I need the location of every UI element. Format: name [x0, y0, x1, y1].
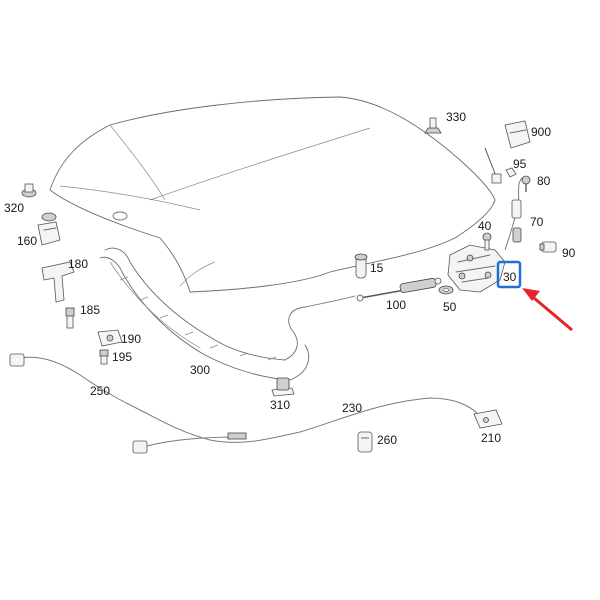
label-160[interactable]: 160: [17, 234, 37, 248]
buffer-15: [354, 253, 368, 279]
label-185[interactable]: 185: [80, 303, 100, 317]
label-30[interactable]: 30: [503, 270, 517, 284]
label-15[interactable]: 15: [370, 261, 384, 275]
bolt-185: [65, 307, 75, 329]
part-labels: 30 40 50 70 80 90 95 100 15 160 180 185 …: [4, 110, 576, 447]
label-190[interactable]: 190: [121, 332, 141, 346]
bumper-330: [424, 117, 442, 134]
connector-90: [539, 241, 557, 253]
label-195[interactable]: 195: [112, 350, 132, 364]
pointer-arrow-icon: [522, 288, 573, 332]
screw-195: [99, 349, 109, 365]
label-330[interactable]: 330: [446, 110, 466, 124]
clip-260: [357, 431, 373, 453]
clip-310: [271, 377, 295, 397]
label-80[interactable]: 80: [537, 174, 551, 188]
hood-sensor-70: [504, 177, 523, 251]
hood-panel: [49, 96, 496, 293]
clip-95: [505, 167, 517, 178]
label-90[interactable]: 90: [562, 246, 576, 260]
label-210[interactable]: 210: [481, 431, 501, 445]
hinge-bolt-40: [482, 232, 492, 251]
label-50[interactable]: 50: [443, 300, 457, 314]
gas-strut-100: [356, 277, 442, 302]
release-cable-250: [9, 353, 479, 454]
switch-900: [484, 120, 531, 184]
label-900[interactable]: 900: [531, 125, 551, 139]
label-310[interactable]: 310: [270, 398, 290, 412]
mount-190: [97, 329, 123, 347]
handle-210: [473, 409, 503, 429]
clamp-160: [37, 212, 61, 246]
label-320[interactable]: 320: [4, 201, 24, 215]
label-40[interactable]: 40: [478, 219, 492, 233]
label-180[interactable]: 180: [68, 257, 88, 271]
label-250[interactable]: 250: [90, 384, 110, 398]
stopper-320: [21, 183, 37, 198]
screw-80: [521, 175, 531, 192]
label-300[interactable]: 300: [190, 363, 210, 377]
label-95[interactable]: 95: [513, 157, 527, 171]
hood-seal-300: [99, 247, 356, 381]
label-230[interactable]: 230: [342, 401, 362, 415]
highlight-box: [496, 260, 522, 289]
hood-hinge-30: [447, 244, 506, 293]
label-70[interactable]: 70: [530, 215, 544, 229]
washer-50: [438, 285, 454, 295]
label-100[interactable]: 100: [386, 298, 406, 312]
bracket-180: [41, 261, 75, 303]
label-260[interactable]: 260: [377, 433, 397, 447]
